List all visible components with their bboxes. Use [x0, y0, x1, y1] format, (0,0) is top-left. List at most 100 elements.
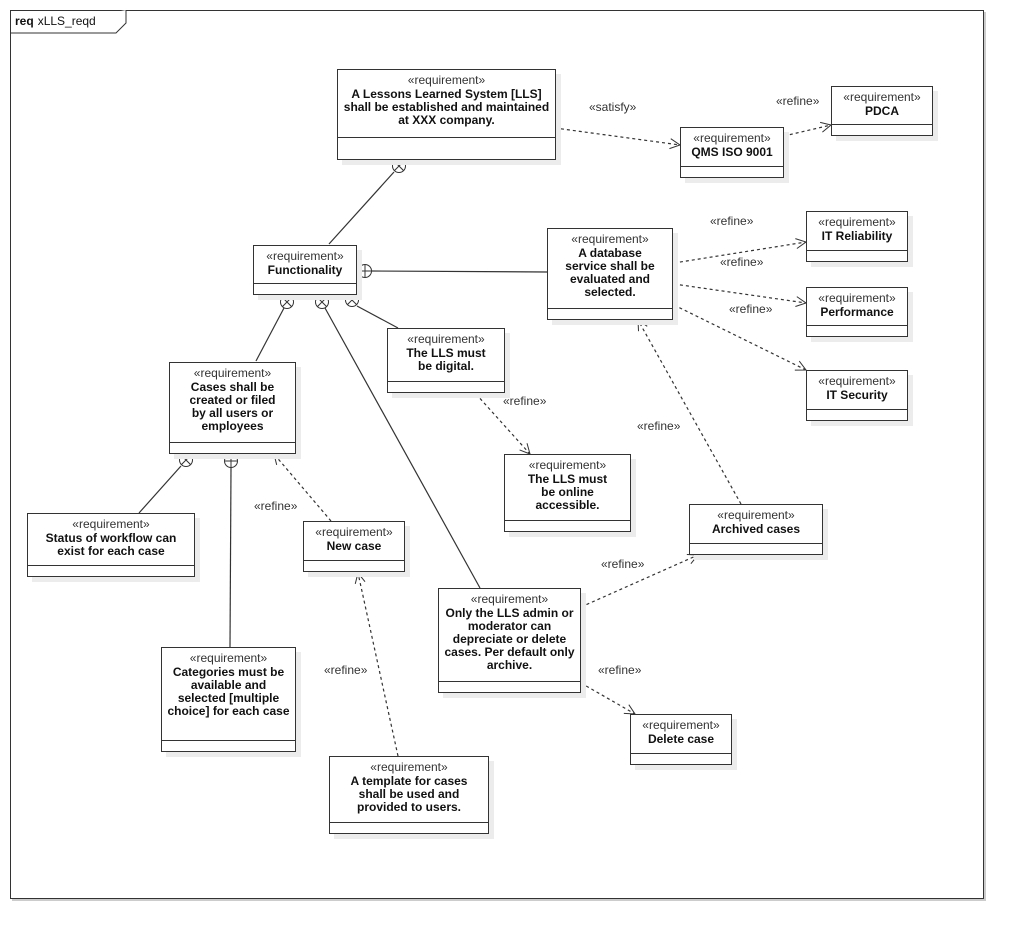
containment-func-admin [324, 307, 481, 589]
requirement-name: Performance [820, 305, 894, 319]
requirement-name: The LLS must be digital. [406, 346, 486, 373]
requirement-name: A database service shall be evaluated an… [565, 246, 655, 299]
containment-func-cases [255, 307, 285, 362]
stereotype: «requirement» [315, 525, 393, 539]
label-refine-pdca: «refine» [776, 94, 820, 108]
compartment [832, 124, 932, 135]
stereotype: «requirement» [818, 291, 896, 305]
stereotype: «requirement» [370, 760, 448, 774]
requirement-name: IT Security [826, 388, 888, 402]
requirement-name: Cases shall be created or filed by all u… [189, 380, 276, 433]
containment-end-icon [224, 454, 238, 468]
requirement-delete-case[interactable]: «requirement» Delete case [630, 714, 732, 765]
requirement-functionality[interactable]: «requirement» Functionality [253, 245, 357, 295]
requirement-pdca[interactable]: «requirement» PDCA [831, 86, 933, 136]
requirement-new-case[interactable]: «requirement» New case [303, 521, 405, 572]
label-refine-archived-db: «refine» [637, 419, 681, 433]
requirement-it-reliability[interactable]: «requirement» IT Reliability [806, 211, 908, 262]
requirement-name: QMS ISO 9001 [691, 145, 773, 159]
compartment [807, 325, 907, 336]
frame-kind: req [15, 14, 34, 28]
stereotype: «requirement» [693, 131, 771, 145]
label-refine-admin-archived: «refine» [601, 557, 645, 571]
compartment [439, 681, 580, 692]
compartment [338, 137, 555, 159]
refine-db-perf [673, 283, 806, 303]
label-refine-itrel: «refine» [710, 214, 754, 228]
requirement-name: Delete case [647, 732, 715, 746]
containment-end-icon [345, 293, 359, 307]
requirement-archived-cases[interactable]: «requirement» Archived cases [689, 504, 823, 555]
requirement-name: New case [326, 539, 382, 553]
requirement-database[interactable]: «requirement» A database service shall b… [547, 228, 673, 320]
stereotype: «requirement» [72, 517, 150, 531]
stereotype: «requirement» [266, 249, 344, 263]
requirement-name: IT Reliability [821, 229, 893, 243]
containment-cases-status [138, 465, 182, 514]
containment-end-icon [280, 295, 294, 309]
label-refine-perf: «refine» [720, 255, 764, 269]
compartment [388, 381, 504, 392]
requirement-cases[interactable]: «requirement» Cases shall be created or … [169, 362, 296, 454]
compartment [162, 740, 295, 751]
compartment [304, 560, 404, 571]
compartment [690, 543, 822, 554]
stereotype: «requirement» [717, 508, 795, 522]
compartment [807, 250, 907, 261]
requirement-name: Status of workflow can exist for each ca… [45, 531, 177, 558]
stereotype: «requirement» [642, 718, 720, 732]
requirement-name: Archived cases [711, 522, 801, 536]
refine-digital-online [475, 393, 530, 454]
label-refine-template: «refine» [324, 663, 368, 677]
compartment [28, 565, 194, 576]
requirement-digital[interactable]: «requirement» The LLS must be digital. [387, 328, 505, 393]
compartment [170, 442, 295, 453]
refine-db-itrel [673, 242, 806, 264]
requirement-online[interactable]: «requirement» The LLS must be online acc… [504, 454, 631, 532]
containment-end-icon [315, 295, 329, 309]
containment-func-digital [356, 305, 399, 329]
satisfy-lls-qms [554, 127, 680, 145]
requirement-performance[interactable]: «requirement» Performance [806, 287, 908, 337]
refine-admin-delete [580, 682, 635, 714]
containment-end-icon [392, 159, 406, 173]
containment-end-icon [358, 264, 372, 278]
containment-func-db [370, 270, 548, 273]
requirement-qms[interactable]: «requirement» QMS ISO 9001 [680, 127, 784, 178]
requirement-name: The LLS must be online accessible. [527, 472, 608, 512]
stereotype: «requirement» [571, 232, 649, 246]
refine-template-newcase [358, 573, 399, 757]
requirement-lls[interactable]: «requirement» A Lessons Learned System [… [337, 69, 556, 160]
containment-cases-categories [229, 467, 232, 648]
stereotype: «requirement» [818, 215, 896, 229]
containment-end-icon [179, 453, 193, 467]
compartment [548, 308, 672, 319]
frame-tab-shape [10, 10, 127, 34]
compartment [631, 753, 731, 764]
stereotype: «requirement» [189, 651, 268, 665]
label-refine-newcase: «refine» [254, 499, 298, 513]
requirement-name: Functionality [267, 263, 343, 277]
requirement-name: Only the LLS admin or moderator can depr… [444, 606, 575, 672]
label-satisfy: «satisfy» [589, 100, 637, 114]
stereotype: «requirement» [818, 374, 896, 388]
requirement-template[interactable]: «requirement» A template for cases shall… [329, 756, 489, 834]
requirement-status[interactable]: «requirement» Status of workflow can exi… [27, 513, 195, 577]
refine-qms-pdca [783, 125, 831, 137]
requirement-name: Categories must be available and selecte… [167, 665, 290, 718]
label-refine-delete: «refine» [598, 663, 642, 677]
requirement-name: A template for cases shall be used and p… [350, 774, 468, 814]
frame-name: xLLS_reqd [37, 14, 96, 28]
requirement-name: A Lessons Learned System [LLS] shall be … [343, 87, 550, 127]
stereotype: «requirement» [407, 332, 485, 346]
compartment [330, 822, 488, 833]
requirement-categories[interactable]: «requirement» Categories must be availab… [161, 647, 296, 752]
requirement-admin[interactable]: «requirement» Only the LLS admin or mode… [438, 588, 581, 693]
stereotype: «requirement» [470, 592, 549, 606]
containment-lls-func [328, 171, 395, 245]
stereotype: «requirement» [843, 90, 921, 104]
requirement-it-security[interactable]: «requirement» IT Security [806, 370, 908, 421]
compartment [807, 409, 907, 420]
